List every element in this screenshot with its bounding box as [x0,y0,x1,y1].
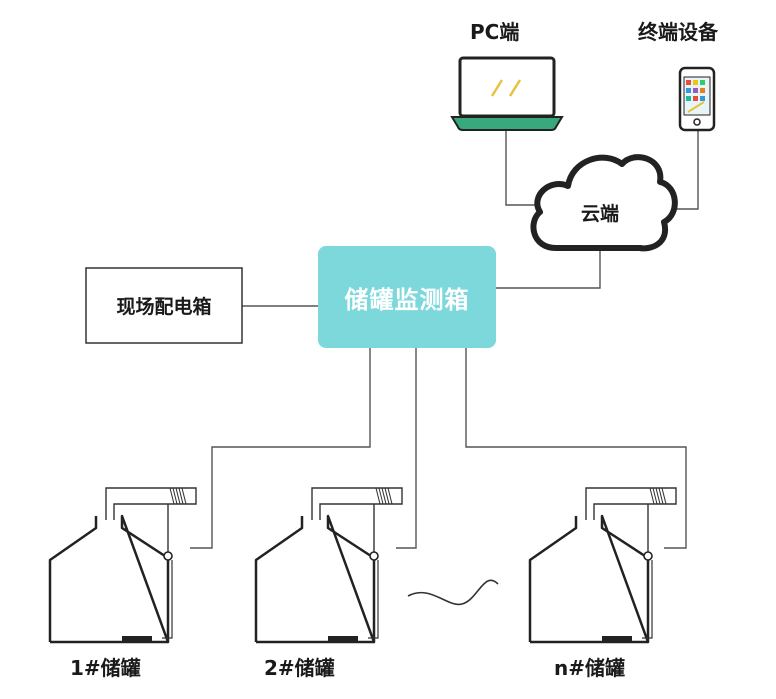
level-sensor [122,636,152,641]
cable-coil [169,487,175,505]
tank-label-1: 1#储罐 [70,656,141,680]
connectors [190,128,699,549]
probe-node [643,551,653,561]
connector-hub-tank1 [190,346,371,549]
cable-coil [381,487,387,505]
pc-label: PC端 [470,20,520,44]
cable-coil [178,487,184,505]
pipe-frame [585,487,677,520]
power-box-label: 现场配电箱 [116,296,212,318]
tank-label-2: 2#储罐 [264,656,335,680]
tank-2 [254,487,403,644]
cloud-label: 云端 [580,202,619,225]
cable-coil [658,487,664,505]
cable-coil [661,487,667,505]
hub-label: 储罐监测箱 [344,285,470,314]
inner-conduit [642,560,653,639]
tank-label-n: n#储罐 [554,656,625,680]
tank-body [48,514,170,644]
connector-hub-tankn [465,346,687,549]
tank-1 [48,487,197,644]
cable-coil [655,487,661,505]
terminal-label: 终端设备 [638,20,718,44]
phone-icon [678,66,716,132]
cable-coil [175,487,181,505]
cable-coil [181,487,187,505]
cable-coil [384,487,390,505]
hub-box [318,246,496,348]
cable-coil [172,487,178,505]
cloud-shape [530,154,678,252]
probe-node [163,551,173,561]
cable-coil [378,487,384,505]
level-sensor [602,636,632,641]
probe-node [369,551,379,561]
cable-coil [652,487,658,505]
inner-conduit [368,560,379,639]
power-box [85,267,243,344]
cable-coil [387,487,393,505]
pipe-frame [311,487,403,520]
inner-conduit [162,560,173,639]
cable-coil [375,487,381,505]
laptop-icon [450,56,564,131]
connector-cloud-hub [494,246,601,289]
connector-pc-cloud [505,128,540,206]
cable-coil [649,487,655,505]
pipe-frame [105,487,197,520]
tank-body [254,514,376,644]
level-sensor [328,636,358,641]
tank-3 [528,487,677,644]
ellipsis-squiggle [407,579,499,606]
connector-hub-tank2 [396,346,417,549]
tank-body [528,514,650,644]
tanks [48,487,677,644]
